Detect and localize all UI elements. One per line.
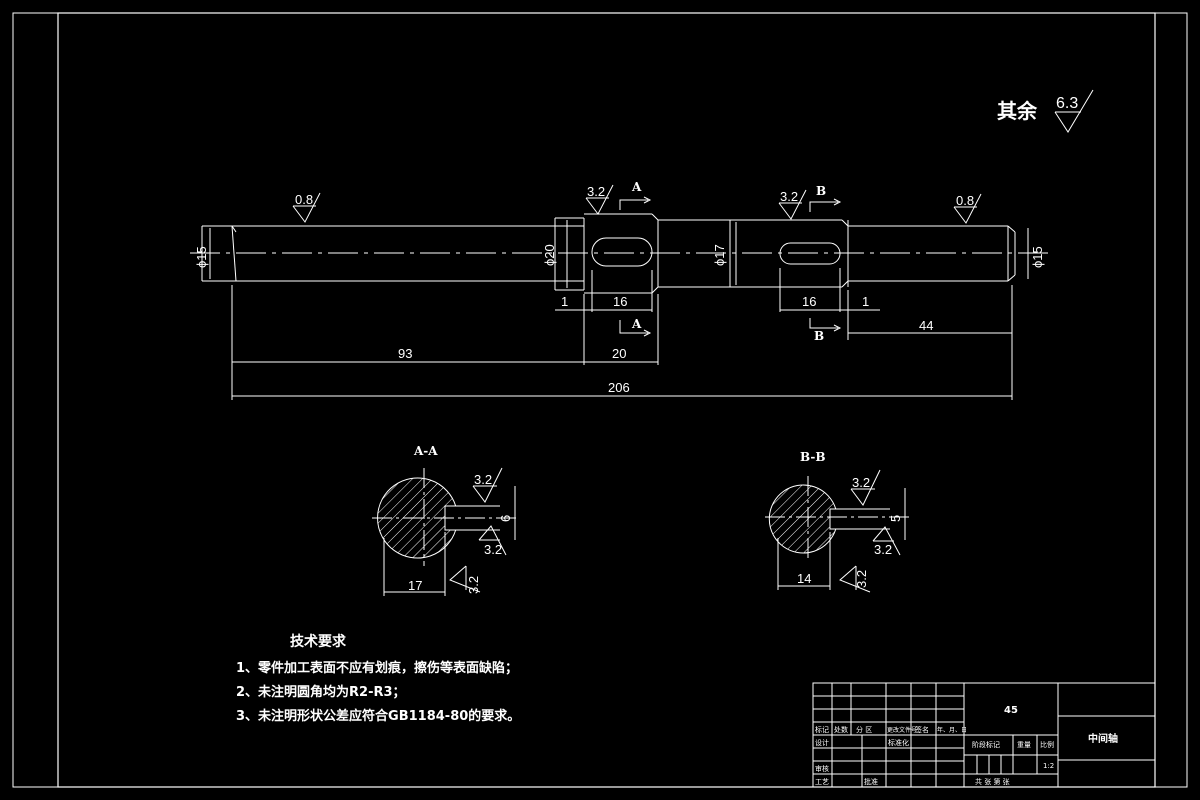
roughness-keyway-a: 3.2	[587, 184, 605, 199]
cut-label-b-bottom: B	[814, 329, 824, 343]
roughness-keyway-b: 3.2	[780, 189, 798, 204]
cut-label-a-bottom: A	[631, 317, 642, 331]
requirement-item: 2、未注明圆角均为R2-R3；	[236, 684, 406, 700]
title-block	[812, 682, 1156, 788]
section-cut-markers	[619, 196, 842, 337]
shaft-main-view	[190, 213, 1050, 294]
tb-label: 处数	[834, 725, 848, 734]
dim-total: 206	[608, 380, 630, 395]
dim-len-20: 20	[612, 346, 626, 361]
section-b-title: B-B	[800, 450, 826, 464]
inner-border	[57, 12, 1156, 788]
roughness-sec-a-side: 3.2	[484, 542, 502, 557]
roughness-right-journal: 0.8	[956, 193, 974, 208]
dim-sec-b-depth: 14	[797, 571, 811, 586]
outer-border	[12, 12, 1188, 788]
tb-label: 标记	[815, 725, 829, 734]
dim-keyway-b-len: 16	[802, 294, 816, 309]
dim-dia-right: ϕ15	[1030, 246, 1045, 268]
global-roughness-value: 6.3	[1056, 95, 1078, 112]
tb-review: 审核	[815, 764, 829, 773]
global-roughness-prefix: 其余	[997, 99, 1038, 123]
technical-requirements: 技术要求 1、零件加工表面不应有划痕，擦伤等表面缺陷； 2、未注明圆角均为R2-…	[236, 633, 520, 724]
dim-len-44: 44	[919, 318, 933, 333]
roughness-sec-a-top: 3.2	[474, 472, 492, 487]
cut-label-a-top: A	[631, 180, 642, 194]
tb-material: 45	[1004, 705, 1018, 716]
diameter-dims	[209, 220, 1029, 288]
requirements-heading: 技术要求	[290, 633, 347, 650]
cut-label-b-top: B	[816, 184, 826, 198]
tb-stage-mark: 阶段标记	[972, 740, 1000, 749]
section-b-b	[765, 469, 910, 593]
requirement-item: 3、未注明形状公差应符合GB1184-80的要求。	[236, 708, 520, 724]
requirement-item: 1、零件加工表面不应有划痕，擦伤等表面缺陷；	[236, 660, 518, 676]
dim-dia-left: ϕ15	[194, 246, 209, 268]
dim-len-93: 93	[398, 346, 412, 361]
dim-sec-b-key-width: 5	[888, 515, 903, 522]
dim-keyway-a-len: 16	[613, 294, 627, 309]
tb-label: 更改文件号	[887, 726, 917, 734]
tb-label: 年、月、日	[937, 726, 967, 734]
dim-sec-a-key-width: 6	[498, 515, 513, 522]
tb-process: 工艺	[815, 778, 829, 786]
tb-standardize: 标准化	[888, 738, 909, 747]
tb-ratio: 比例	[1040, 740, 1054, 749]
tb-sheets: 共 张 第 张	[975, 777, 1010, 786]
section-a-a	[372, 467, 520, 596]
main-roughness-marks	[292, 184, 982, 224]
global-roughness: 其余 6.3	[997, 89, 1094, 133]
roughness-sec-b-side: 3.2	[874, 542, 892, 557]
tb-label: 签名	[915, 725, 929, 734]
roughness-sec-b-bottom: 3.2	[854, 570, 869, 588]
roughness-sec-b-top: 3.2	[852, 475, 870, 490]
tb-part-name: 中间轴	[1088, 732, 1118, 745]
tb-design: 设计	[815, 738, 829, 747]
tb-label: 分 区	[856, 725, 872, 734]
dim-dia-17: ϕ17	[712, 244, 727, 266]
dim-dia-20: ϕ20	[542, 244, 557, 266]
dim-offset-b: 1	[862, 294, 869, 309]
roughness-left-journal: 0.8	[295, 192, 313, 207]
tb-weight: 重量	[1017, 741, 1031, 749]
roughness-sec-a-bottom: 3.2	[466, 576, 481, 594]
dim-sec-a-depth: 17	[408, 578, 422, 593]
dim-offset-a: 1	[561, 294, 568, 309]
linear-dims	[231, 268, 1013, 400]
tb-approve: 批准	[864, 777, 878, 786]
tb-scale: 1:2	[1043, 762, 1054, 770]
section-a-title: A-A	[413, 444, 438, 458]
